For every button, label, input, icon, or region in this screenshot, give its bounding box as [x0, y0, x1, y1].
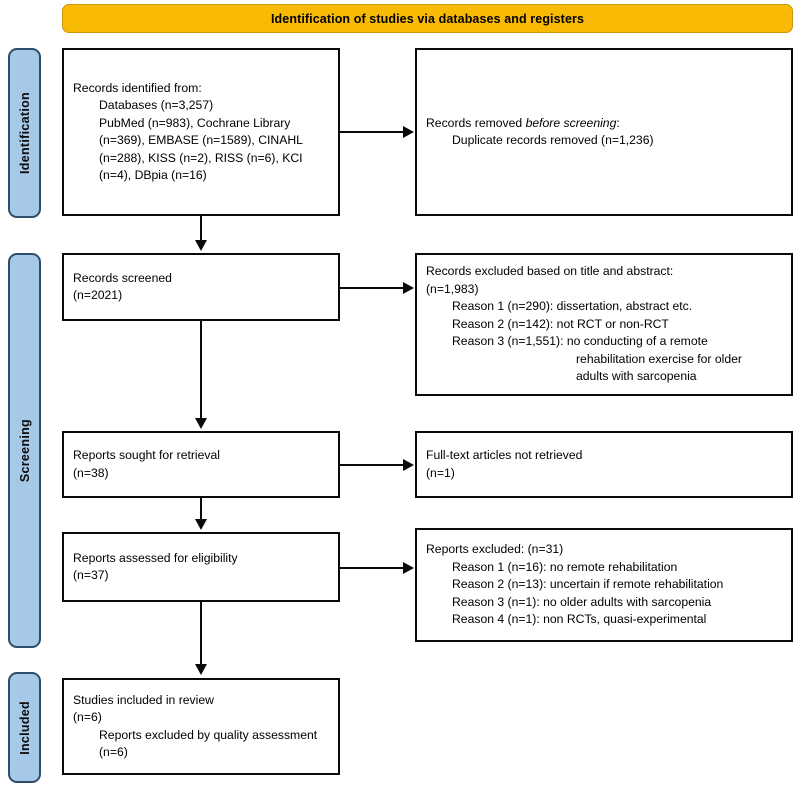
connector-identified-to-screened — [200, 216, 202, 242]
diagram-banner-title: Identification of studies via databases … — [62, 4, 793, 33]
phase-tab-identification-label: Identification — [17, 92, 32, 174]
box-records-identified-text: Records identified from: Databases (n=3,2… — [64, 80, 338, 185]
arrowhead-screened-to-sought — [195, 418, 207, 429]
connector-screened-to-excluded — [340, 287, 403, 289]
connector-identified-to-removed — [340, 131, 403, 133]
box-records-removed-text: Records removed before screening: Duplica… — [417, 115, 791, 150]
records-excluded-reason-3: Reason 3 (n=1,551): no conducting of a r… — [426, 333, 782, 351]
phase-tab-screening-label: Screening — [17, 418, 32, 483]
phase-tab-identification: Identification — [8, 48, 41, 218]
records-excluded-reason-1: Reason 1 (n=290): dissertation, abstract… — [452, 299, 693, 314]
records-excluded-reason-2: Reason 2 (n=142): not RCT or non-RCT — [452, 316, 669, 331]
records-removed-heading-italic: before screening — [525, 115, 617, 130]
reports-assessed-line1: Reports assessed for eligibility — [73, 550, 238, 565]
records-removed-heading-pre: Records removed — [426, 115, 526, 130]
box-records-removed: Records removed before screening: Duplica… — [415, 48, 793, 216]
box-records-screened-text: Records screened (n=2021) — [64, 270, 338, 305]
studies-included-quality-excluded: Reports excluded by quality assessment (… — [99, 727, 321, 760]
studies-included-count: (n=6) — [73, 710, 102, 724]
records-identified-heading: Records identified from: — [73, 80, 202, 95]
records-excluded-reason-3-part3: adults with sarcopenia — [576, 369, 697, 384]
box-reports-excluded: Reports excluded: (n=31) Reason 1 (n=16):… — [415, 528, 793, 642]
studies-included-line1: Studies included in review — [73, 692, 214, 707]
reports-sought-line1: Reports sought for retrieval — [73, 448, 220, 462]
records-screened-line1: Records screened — [73, 270, 172, 285]
box-reports-excluded-text: Reports excluded: (n=31) Reason 1 (n=16):… — [417, 541, 791, 629]
records-excluded-reason-3-part1: Reason 3 (n=1,551): no conducting of a r… — [452, 334, 708, 349]
box-reports-sought-text: Reports sought for retrieval (n=38) — [64, 447, 338, 482]
box-studies-included-text: Studies included in review (n=6) Reports e… — [64, 692, 338, 762]
reports-assessed-count: (n=37) — [73, 568, 109, 582]
box-records-excluded: Records excluded based on title and abst… — [415, 253, 793, 396]
fulltext-not-retrieved-count: (n=1) — [426, 465, 455, 480]
reports-excluded-reason-3: Reason 3 (n=1): no older adults with sar… — [452, 594, 712, 609]
reports-excluded-reason-4: Reason 4 (n=1): non RCTs, quasi-experime… — [452, 612, 707, 627]
box-records-screened: Records screened (n=2021) — [62, 253, 340, 321]
records-screened-count: (n=2021) — [73, 288, 123, 302]
connector-sought-to-assessed — [200, 498, 202, 521]
box-reports-sought: Reports sought for retrieval (n=38) — [62, 431, 340, 498]
reports-excluded-reason-1: Reason 1 (n=16): no remote rehabilitatio… — [452, 559, 678, 574]
box-reports-assessed: Reports assessed for eligibility (n=37) — [62, 532, 340, 602]
phase-tab-screening: Screening — [8, 253, 41, 648]
box-studies-included: Studies included in review (n=6) Reports e… — [62, 678, 340, 775]
records-removed-heading-post: : — [616, 115, 620, 130]
records-excluded-line1: Records excluded based on title and abst… — [426, 264, 674, 279]
connector-screened-to-sought — [200, 321, 202, 420]
records-identified-databases: Databases (n=3,257) — [99, 98, 214, 112]
arrowhead-sought-to-assessed — [195, 519, 207, 530]
arrowhead-identified-to-screened — [195, 240, 207, 251]
box-fulltext-not-retrieved-text: Full-text articles not retrieved (n=1) — [417, 447, 791, 482]
box-fulltext-not-retrieved: Full-text articles not retrieved (n=1) — [415, 431, 793, 498]
reports-excluded-line1: Reports excluded: (n=31) — [426, 542, 564, 557]
connector-assessed-to-included — [200, 602, 202, 666]
phase-tab-included: Included — [8, 672, 41, 783]
fulltext-not-retrieved-line1: Full-text articles not retrieved — [426, 448, 583, 462]
box-reports-assessed-text: Reports assessed for eligibility (n=37) — [64, 550, 338, 585]
records-removed-duplicates: Duplicate records removed (n=1,236) — [452, 133, 654, 147]
reports-excluded-reason-2: Reason 2 (n=13): uncertain if remote reh… — [452, 577, 724, 592]
reports-sought-count: (n=38) — [73, 465, 109, 480]
records-excluded-count: (n=1,983) — [426, 281, 479, 296]
arrowhead-identified-to-removed — [403, 126, 414, 138]
box-records-excluded-text: Records excluded based on title and abst… — [417, 263, 791, 386]
connector-sought-to-notretrieved — [340, 464, 403, 466]
records-identified-sources: PubMed (n=983), Cochrane Library (n=369)… — [99, 115, 306, 183]
arrowhead-assessed-to-excluded — [403, 562, 414, 574]
phase-tab-included-label: Included — [17, 700, 32, 755]
records-removed-heading: Records removed before screening: — [426, 116, 620, 130]
records-excluded-reason-3-part2: rehabilitation exercise for older — [576, 351, 742, 366]
arrowhead-assessed-to-included — [195, 664, 207, 675]
connector-assessed-to-excluded — [340, 567, 403, 569]
arrowhead-sought-to-notretrieved — [403, 459, 414, 471]
box-records-identified: Records identified from: Databases (n=3,2… — [62, 48, 340, 216]
arrowhead-screened-to-excluded — [403, 282, 414, 294]
